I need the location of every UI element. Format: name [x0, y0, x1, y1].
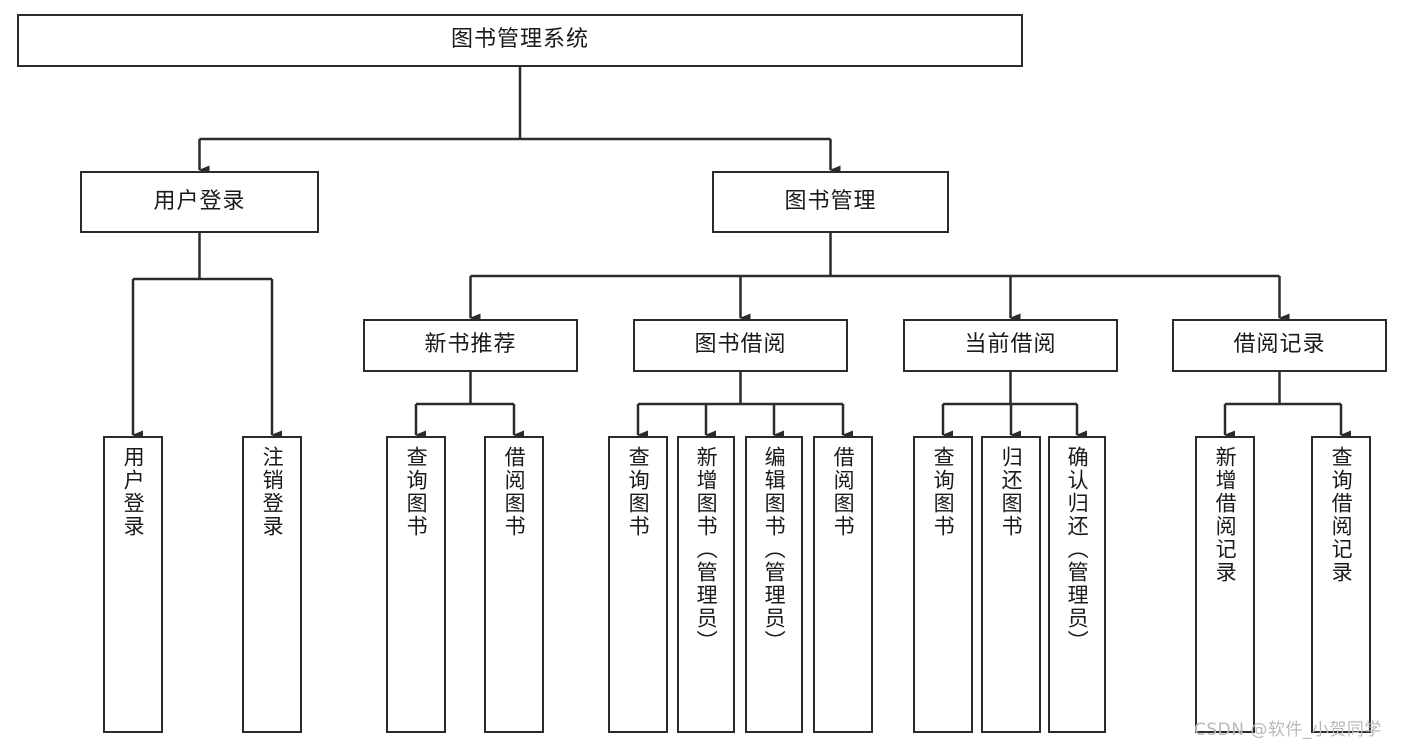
node-root[interactable]: 图书管理系统	[17, 14, 1023, 67]
node-label: 查询图书	[931, 446, 956, 538]
node-l_login[interactable]: 用户登录	[103, 436, 163, 733]
edge-group	[131, 67, 1351, 440]
node-records[interactable]: 借阅记录	[1172, 319, 1387, 372]
node-label: 当前借阅	[964, 332, 1057, 358]
node-label: 确认归还（管理员）	[1065, 446, 1090, 653]
node-l_r_add[interactable]: 新增借阅记录	[1195, 436, 1255, 733]
node-label: 新书推荐	[424, 332, 517, 358]
node-label: 用户登录	[153, 188, 246, 214]
node-l_c_return[interactable]: 归还图书	[981, 436, 1041, 733]
node-login[interactable]: 用户登录	[80, 171, 319, 233]
node-l_r_query[interactable]: 查询借阅记录	[1311, 436, 1371, 733]
node-l_c_query[interactable]: 查询图书	[913, 436, 973, 733]
node-borrow[interactable]: 图书借阅	[633, 319, 848, 372]
node-label: 新增借阅记录	[1213, 446, 1238, 584]
node-newbook[interactable]: 新书推荐	[363, 319, 578, 372]
node-label: 新增图书（管理员）	[694, 446, 719, 653]
node-label: 图书管理系统	[450, 27, 589, 53]
node-label: 查询图书	[626, 446, 651, 538]
node-l_nb_query[interactable]: 查询图书	[386, 436, 446, 733]
node-current[interactable]: 当前借阅	[903, 319, 1118, 372]
node-label: 编辑图书（管理员）	[762, 446, 787, 653]
node-label: 注销登录	[260, 446, 285, 538]
node-l_nb_borrow[interactable]: 借阅图书	[484, 436, 544, 733]
node-label: 用户登录	[121, 446, 146, 538]
node-label: 借阅图书	[831, 446, 856, 538]
node-label: 归还图书	[999, 446, 1024, 538]
node-label: 借阅图书	[502, 446, 527, 538]
node-label: 查询借阅记录	[1329, 446, 1354, 584]
node-l_c_confirm[interactable]: 确认归还（管理员）	[1048, 436, 1106, 733]
node-label: 图书借阅	[694, 332, 787, 358]
node-l_logout[interactable]: 注销登录	[242, 436, 302, 733]
node-l_b_borrow[interactable]: 借阅图书	[813, 436, 873, 733]
node-label: 图书管理	[784, 188, 877, 214]
node-bookmgr[interactable]: 图书管理	[712, 171, 949, 233]
watermark-csdn: CSDN @软件_小贺同学	[1194, 720, 1382, 740]
node-l_b_add[interactable]: 新增图书（管理员）	[677, 436, 735, 733]
node-label: 借阅记录	[1233, 332, 1326, 358]
node-l_b_query[interactable]: 查询图书	[608, 436, 668, 733]
node-l_b_edit[interactable]: 编辑图书（管理员）	[745, 436, 803, 733]
node-label: 查询图书	[404, 446, 429, 538]
